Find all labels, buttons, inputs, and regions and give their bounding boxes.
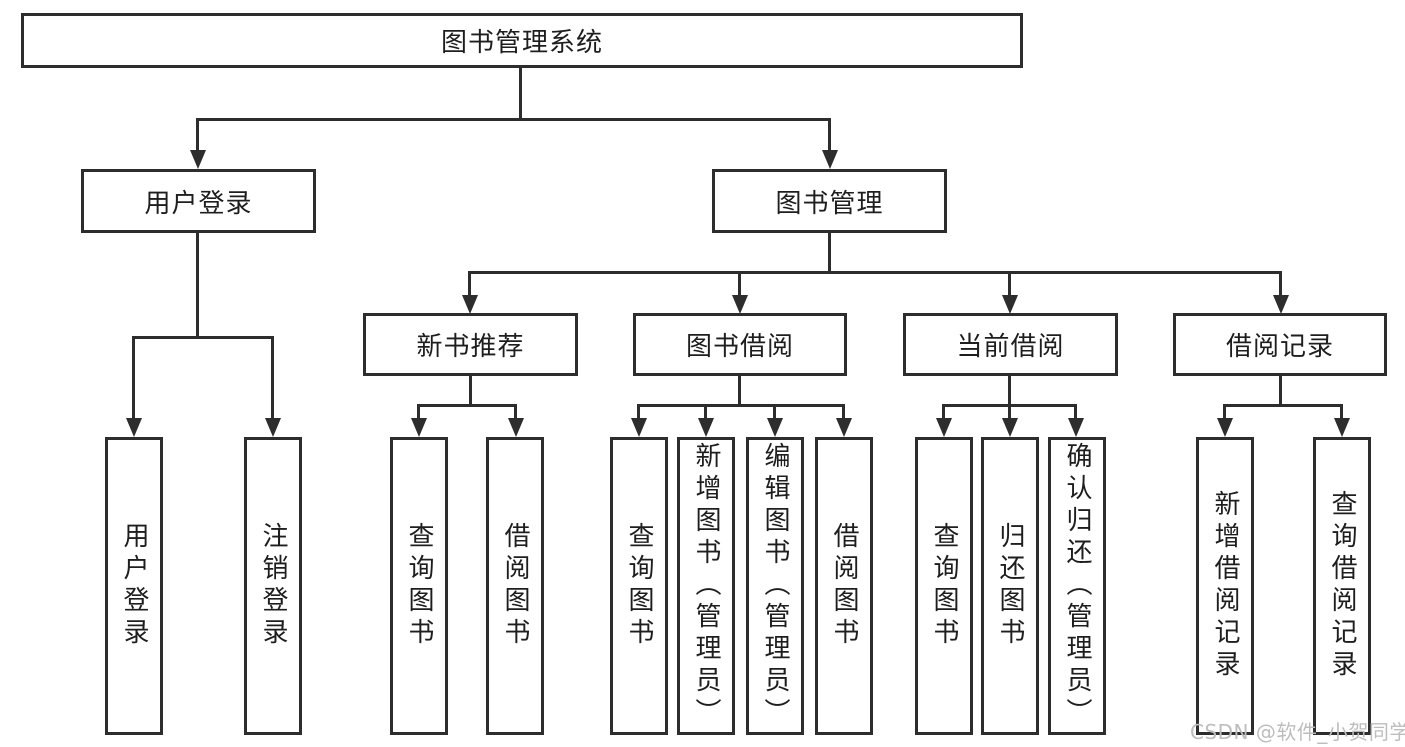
- arrow-down-icon: [190, 150, 206, 169]
- leaf-user-login: 用户登录: [105, 437, 163, 735]
- leaf-query-borrow-record-label: 查询借阅记录: [1327, 490, 1357, 682]
- connector-l2-bar: [196, 118, 831, 121]
- node-new-book-recommend: 新书推荐: [363, 313, 578, 376]
- leaf-logout-label: 注销登录: [258, 522, 288, 650]
- arrow-down-icon: [462, 295, 478, 314]
- connector-user-login-bar: [132, 336, 274, 339]
- arrow-down-icon: [126, 418, 142, 437]
- node-library-system: 图书管理系统: [21, 13, 1023, 68]
- leaf-confirm-return-admin-label: 确认归还（管理员）: [1062, 442, 1092, 730]
- node-library-system-label: 图书管理系统: [440, 28, 603, 58]
- connector-bar: [1223, 404, 1343, 407]
- node-book-management: 图书管理: [712, 169, 947, 233]
- leaf-query-borrow-record: 查询借阅记录: [1313, 437, 1371, 735]
- node-book-borrow-label: 图书借阅: [685, 332, 794, 362]
- leaf-edit-book-admin: 编辑图书（管理员）: [746, 437, 804, 735]
- connector-drop: [1340, 404, 1343, 418]
- arrow-down-icon: [1273, 295, 1289, 314]
- arrow-down-icon: [767, 418, 783, 437]
- leaf-query-books-recommend-label: 查询图书: [404, 522, 434, 650]
- arrow-down-icon: [1002, 295, 1018, 314]
- connector-l3-bar: [468, 271, 1282, 274]
- arrow-down-icon: [265, 418, 281, 437]
- connector-stem: [1279, 376, 1282, 407]
- arrow-down-icon: [411, 418, 427, 437]
- leaf-borrow-books-recommend: 借阅图书: [486, 437, 544, 735]
- node-user-login-label: 用户登录: [144, 188, 253, 219]
- connector-drop: [637, 404, 640, 418]
- arrow-down-icon: [1217, 418, 1233, 437]
- leaf-borrow-books-recommend-label: 借阅图书: [500, 522, 530, 650]
- connector-drop: [738, 271, 741, 296]
- connector-user-login-stem: [196, 233, 199, 339]
- leaf-borrow-books: 借阅图书: [815, 437, 873, 735]
- leaf-query-books-current-label: 查询图书: [929, 522, 959, 650]
- node-borrow-records-label: 借阅记录: [1225, 332, 1334, 362]
- node-user-login: 用户登录: [81, 169, 316, 233]
- connector-drop: [132, 336, 135, 418]
- leaf-query-books-current: 查询图书: [915, 437, 973, 735]
- connector-drop: [1279, 271, 1282, 296]
- leaf-add-borrow-record: 新增借阅记录: [1196, 437, 1254, 735]
- leaf-user-login-label: 用户登录: [119, 522, 149, 650]
- arrow-down-icon: [631, 418, 647, 437]
- arrow-down-icon: [1002, 418, 1018, 437]
- leaf-return-book-label: 归还图书: [995, 522, 1025, 650]
- connector-drop: [1008, 404, 1011, 418]
- node-borrow-records: 借阅记录: [1173, 313, 1387, 376]
- connector-drop: [942, 404, 945, 418]
- arrow-down-icon: [732, 295, 748, 314]
- connector-drop: [704, 404, 707, 418]
- leaf-logout: 注销登录: [244, 437, 302, 735]
- arrow-down-icon: [836, 418, 852, 437]
- connector-bar: [417, 404, 517, 407]
- connector-drop: [514, 404, 517, 418]
- connector-root-stem: [519, 68, 522, 120]
- leaf-query-books-borrow-label: 查询图书: [624, 522, 654, 650]
- connector-book-mgmt-stem: [828, 233, 831, 274]
- connector-drop: [773, 404, 776, 418]
- arrow-down-icon: [508, 418, 524, 437]
- arrow-down-icon: [1334, 418, 1350, 437]
- leaf-return-book: 归还图书: [981, 437, 1039, 735]
- arrow-down-icon: [698, 418, 714, 437]
- node-current-borrow: 当前借阅: [903, 313, 1118, 376]
- arrow-down-icon: [936, 418, 952, 437]
- arrow-down-icon: [822, 150, 838, 169]
- connector-drop: [842, 404, 845, 418]
- arrow-down-icon: [1068, 418, 1084, 437]
- connector-drop: [1223, 404, 1226, 418]
- csdn-watermark: CSDN @软件_小贺同学: [1190, 720, 1405, 744]
- node-book-borrow: 图书借阅: [633, 313, 847, 376]
- node-new-book-recommend-label: 新书推荐: [416, 332, 525, 362]
- leaf-add-borrow-record-label: 新增借阅记录: [1210, 490, 1240, 682]
- connector-stem: [469, 376, 472, 407]
- leaf-add-book-admin: 新增图书（管理员）: [677, 437, 735, 735]
- leaf-query-books-borrow: 查询图书: [610, 437, 668, 735]
- connector-l2-right-drop: [828, 118, 831, 151]
- connector-drop: [468, 271, 471, 296]
- connector-stem: [738, 376, 741, 407]
- connector-drop: [1008, 271, 1011, 296]
- connector-l2-left-drop: [196, 118, 199, 151]
- connector-drop: [271, 336, 274, 418]
- leaf-edit-book-admin-label: 编辑图书（管理员）: [760, 442, 790, 730]
- connector-drop: [417, 404, 420, 418]
- connector-drop: [1074, 404, 1077, 418]
- leaf-borrow-books-label: 借阅图书: [829, 522, 859, 650]
- connector-stem: [1008, 376, 1011, 407]
- leaf-query-books-recommend: 查询图书: [390, 437, 448, 735]
- leaf-confirm-return-admin: 确认归还（管理员）: [1048, 437, 1106, 735]
- leaf-add-book-admin-label: 新增图书（管理员）: [691, 442, 721, 730]
- node-book-management-label: 图书管理: [775, 188, 884, 219]
- connector-bar: [637, 404, 845, 407]
- node-current-borrow-label: 当前借阅: [956, 332, 1065, 362]
